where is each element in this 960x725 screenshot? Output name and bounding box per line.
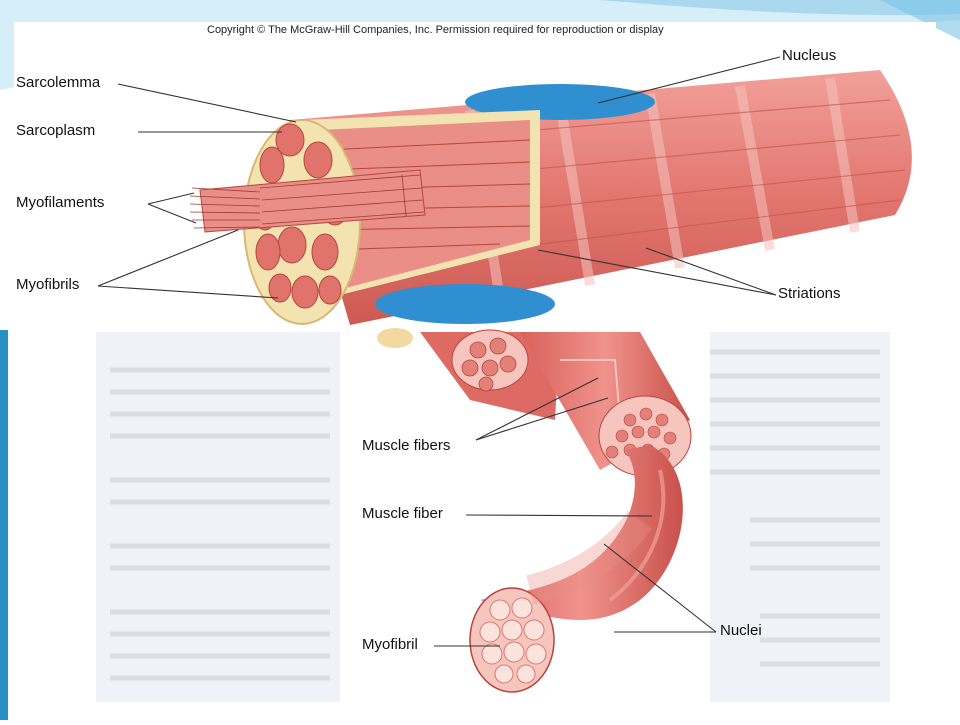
leader-striations-1 xyxy=(537,249,777,296)
fiber-highlight xyxy=(560,359,621,421)
leader-striations-2 xyxy=(645,247,777,296)
label-sarcolemma: Sarcolemma xyxy=(16,74,101,91)
label-myofibril: Myofibril xyxy=(362,636,418,653)
leader-muscle-fibers-2 xyxy=(475,397,609,441)
leader-myofilaments-1 xyxy=(147,192,195,205)
label-sarcoplasm: Sarcoplasm xyxy=(16,122,96,139)
label-muscle-fibers: Muscle fibers xyxy=(362,437,451,454)
nucleus-bottom xyxy=(375,284,555,324)
top-leader-lines xyxy=(97,56,781,299)
label-nucleus: Nucleus xyxy=(782,47,837,64)
myofibril-circles xyxy=(479,597,547,684)
fat-blob xyxy=(377,328,413,348)
leader-myofibrils-2 xyxy=(97,285,279,299)
left-accent-bar xyxy=(0,330,8,720)
leader-nuclei-1 xyxy=(603,543,717,633)
leader-muscle-fibers-1 xyxy=(475,377,599,441)
label-nuclei: Nuclei xyxy=(720,622,762,639)
single-fiber-highlight xyxy=(608,469,666,602)
leader-muscle-fiber xyxy=(465,514,653,517)
muscle-fiber-cutaway xyxy=(189,70,912,325)
leader-sarcolemma xyxy=(117,83,297,123)
muscle-fibers-illustration xyxy=(377,328,692,693)
protruding-myofibril xyxy=(199,169,426,233)
faded-page-text xyxy=(110,349,880,681)
bundle-fibers xyxy=(461,337,517,392)
label-myofilaments: Myofilaments xyxy=(16,194,105,211)
leader-nucleus xyxy=(597,56,781,104)
myofilament-strands xyxy=(189,174,425,229)
single-fiber xyxy=(480,445,683,620)
label-muscle-fiber: Muscle fiber xyxy=(362,505,443,522)
copyright-notice: Copyright © The McGraw-Hill Companies, I… xyxy=(207,24,664,36)
label-striations: Striations xyxy=(778,285,841,302)
bottom-leader-lines xyxy=(434,377,717,647)
leader-myofilaments-2 xyxy=(147,203,197,224)
corner-accent xyxy=(880,0,960,40)
label-myofibrils: Myofibrils xyxy=(16,276,80,293)
leader-myofibrils-1 xyxy=(97,229,239,287)
fiber-shading xyxy=(526,510,652,605)
nucleus-top xyxy=(465,84,655,120)
header-swoosh-accent xyxy=(600,0,960,16)
